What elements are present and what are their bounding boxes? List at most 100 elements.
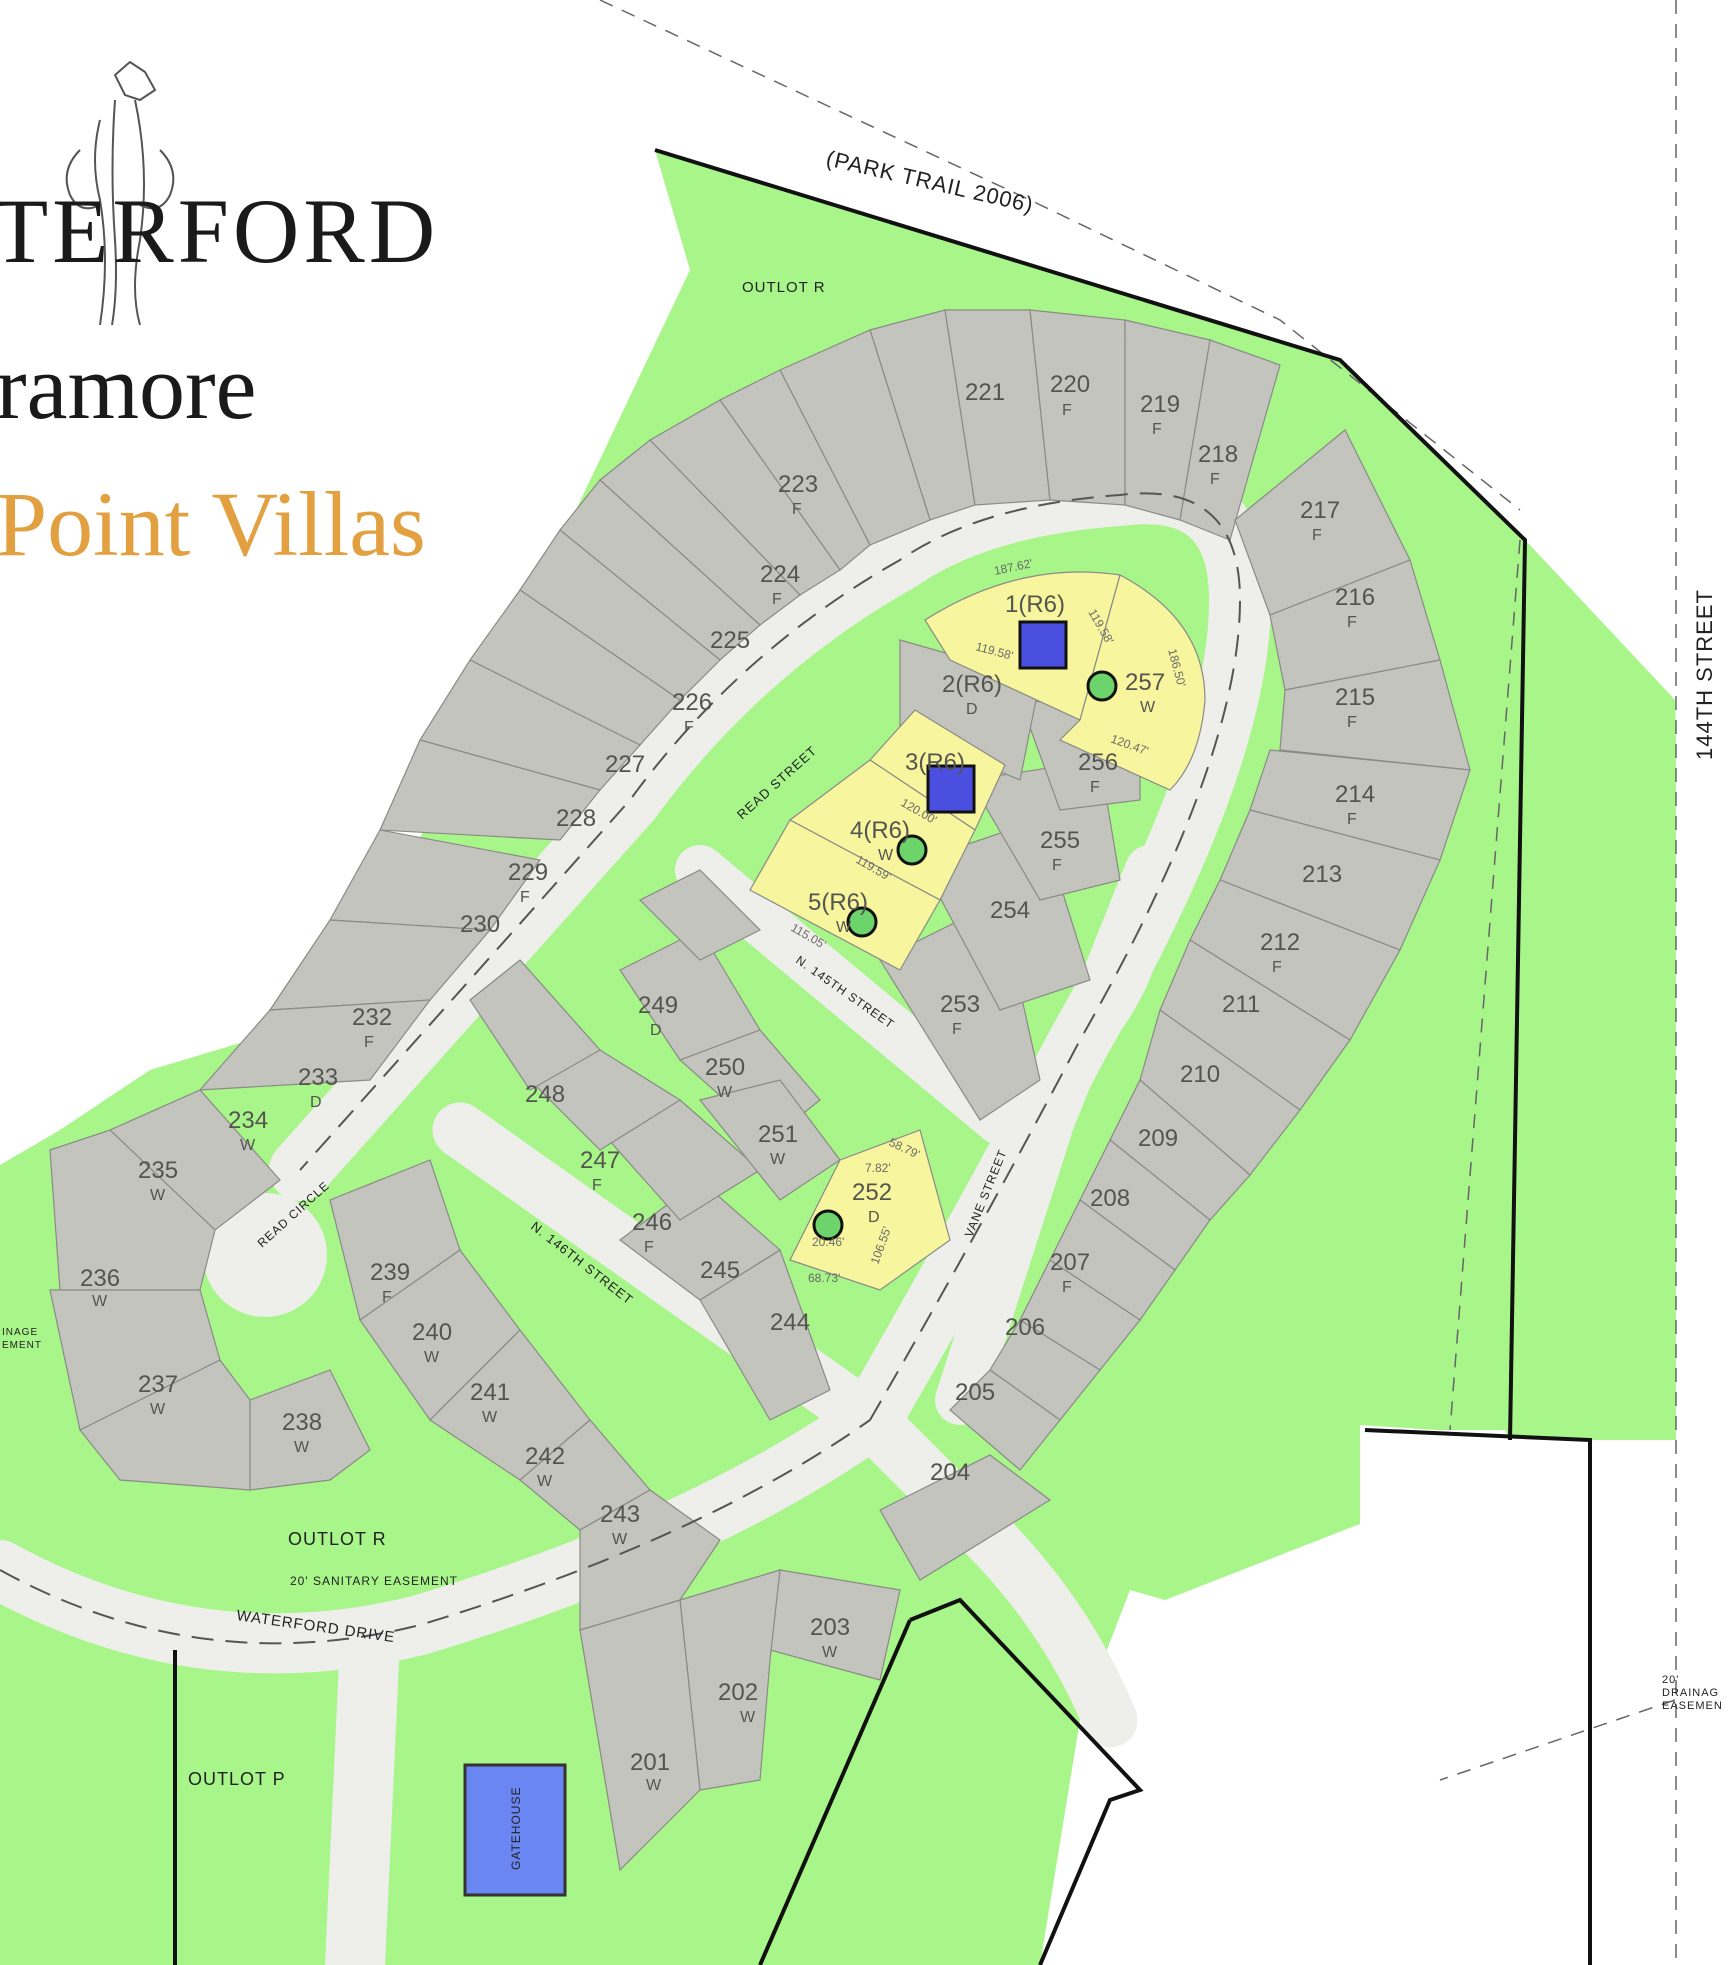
marker-circle-lot-252[interactable] [812,1209,844,1241]
lot-label: 255 [1040,827,1080,854]
lot-label: 251 [758,1121,798,1148]
lot-label: 215 [1335,684,1375,711]
lot-type: W [294,1439,310,1456]
drainage-right-label-1: 20' [1662,1674,1679,1686]
lot-label: 204 [930,1459,970,1486]
lot-label: 226 [672,689,712,716]
lot-label: 250 [705,1054,745,1081]
lot-type-4: W [878,847,894,864]
lot-label-5-r6: 5(R6) [808,889,868,916]
dashed-lines [0,0,1677,1965]
lot-type: F [1347,714,1357,731]
lot-type: F [1347,811,1357,828]
lot-label: 253 [940,991,980,1018]
markers [812,620,1118,1241]
east-green-strip [1525,540,1680,1440]
lot-type: W [537,1473,553,1490]
lot-type: F [382,1289,392,1306]
lot-label: 245 [700,1257,740,1284]
lot-label: 235 [138,1157,178,1184]
lot-type-257: W [1140,699,1156,716]
lot-label: 228 [556,805,596,832]
lot-label: 230 [460,911,500,938]
lot-label: 240 [412,1319,452,1346]
lot-type-5: W [836,919,852,936]
lot-5-r6 [749,819,941,971]
lot-type: F [644,1239,654,1256]
lot-type: F [952,1021,962,1038]
lot-type: W [150,1187,166,1204]
lot-label: 239 [370,1259,410,1286]
lot-257 [1058,574,1206,791]
drainage-left-label-1: INAGE [2,1327,38,1338]
lot-label: 217 [1300,497,1340,524]
street-144-label: 144TH STREET [1692,589,1717,760]
lot-label: 229 [508,859,548,886]
lot-type: F [1272,959,1282,976]
lot-type: F [1312,527,1322,544]
lot-label-252: 252 [852,1179,892,1206]
lot-type: F [792,501,802,518]
lot-label: 244 [770,1309,810,1336]
lot-label: 232 [352,1004,392,1031]
lot-label: 254 [990,897,1030,924]
lot-type: W [482,1409,498,1426]
lot-type: F [1062,1279,1072,1296]
lot-label: 227 [605,751,645,778]
lot-label: 241 [470,1379,510,1406]
lot-label: 249 [638,992,678,1019]
lot-label: 216 [1335,584,1375,611]
drainage-right-label-3: EASEMEN [1662,1700,1723,1712]
drainage-left-label-2: EMENT [2,1340,42,1351]
lot-label: 219 [1140,391,1180,418]
lot-label: 248 [525,1081,565,1108]
lot-type: W [646,1777,662,1794]
lot-type: F [1347,614,1357,631]
boundary-lines [173,148,1592,1965]
marker-circle-lot-5[interactable] [846,906,878,938]
lot-label: 212 [1260,929,1300,956]
lot-type: W [92,1293,108,1310]
marker-circle-lot-257[interactable] [1086,670,1118,702]
lot-type: F [772,591,782,608]
lot-label-257: 257 [1125,669,1165,696]
dimension-label: 7.82' [865,1161,891,1175]
gatehouse-label: GATEHOUSE [509,1787,523,1870]
lot-label: 207 [1050,1249,1090,1276]
lot-type: W [770,1151,786,1168]
lot-label: 209 [1138,1125,1178,1152]
dimension-label: 20.46' [812,1235,844,1249]
branding: TERFORD ramore Point Villas [0,40,495,575]
lot-type: F [1052,857,1062,874]
lot-label: 246 [632,1209,672,1236]
lot-label-4-r6: 4(R6) [850,817,910,844]
lot-label: 256 [1078,749,1118,776]
lot-label: 2(R6) [942,671,1002,698]
dimension-label: 68.73' [808,1271,840,1285]
road-144th [1676,0,1731,1965]
lot-label: 202 [718,1679,758,1706]
marker-square-lot-3[interactable] [926,764,976,814]
outlot-r-bottom-label: OUTLOT R [288,1529,387,1549]
lot-type: W [240,1137,256,1154]
lot-type: F [684,719,694,736]
lot-label-3-r6: 3(R6) [905,749,965,776]
lot-type: W [150,1401,166,1418]
marker-square-lot-1[interactable] [1018,620,1068,670]
lot-label: 218 [1198,441,1238,468]
section-title: Point Villas [0,473,426,575]
lot-label: 210 [1180,1061,1220,1088]
lot-label: 238 [282,1409,322,1436]
lot-type: F [1152,421,1162,438]
lot-label: 237 [138,1371,178,1398]
lot-type-252: D [868,1209,880,1226]
lot-type: D [650,1022,662,1039]
read-circle-culdesac [203,1193,327,1317]
lot-type: F [520,889,530,906]
lot-label: 205 [955,1379,995,1406]
lot-type: W [822,1644,838,1661]
marker-circle-lot-4[interactable] [896,834,928,866]
lot-label: 247 [580,1147,620,1174]
lot-label: 203 [810,1614,850,1641]
